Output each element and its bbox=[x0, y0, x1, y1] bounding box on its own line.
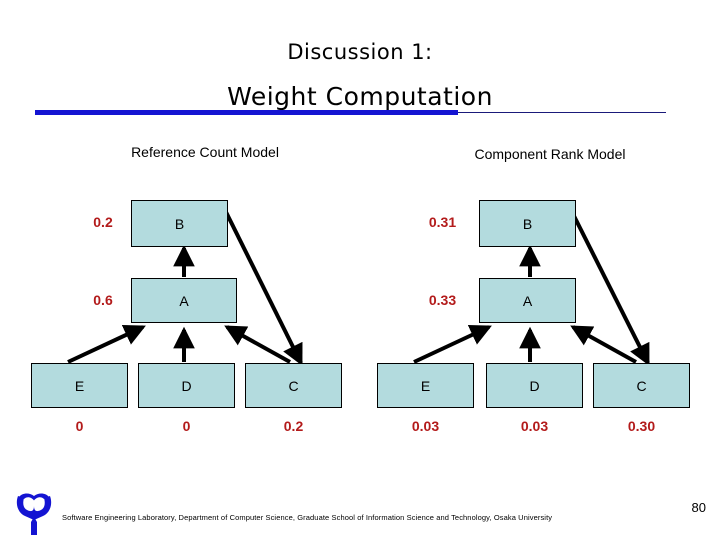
edge-e-to-a-left bbox=[67, 324, 146, 364]
footer-affiliation: Software Engineering Laboratory, Departm… bbox=[62, 513, 553, 522]
node-b-right-label: B bbox=[522, 215, 533, 232]
page-title: Weight Computation bbox=[227, 82, 493, 111]
node-c-left-label: C bbox=[288, 377, 299, 394]
diagram-caption-reference-count-model: Reference Count Model bbox=[131, 144, 279, 160]
node-e-right-label: E bbox=[420, 377, 431, 394]
node-e-left-label: E bbox=[74, 377, 85, 394]
node-c-right-label: C bbox=[636, 377, 647, 394]
weight-c-right: 0.30 bbox=[627, 418, 656, 434]
edge-c-to-a-left bbox=[224, 325, 291, 364]
diagram-caption-component-rank-model: Component Rank Model bbox=[474, 146, 626, 162]
node-a-left[interactable]: A bbox=[131, 278, 237, 323]
title-underline-accent bbox=[35, 110, 458, 115]
weight-a-left: 0.6 bbox=[93, 292, 113, 308]
node-d-left-label: D bbox=[181, 377, 192, 394]
node-d-left[interactable]: D bbox=[138, 363, 235, 408]
page-number: 80 bbox=[691, 500, 706, 515]
node-d-right[interactable]: D bbox=[486, 363, 583, 408]
edge-c-to-a-right bbox=[570, 325, 637, 364]
node-d-right-label: D bbox=[529, 377, 540, 394]
node-b-right[interactable]: B bbox=[479, 200, 576, 247]
weight-e-left: 0 bbox=[75, 418, 84, 434]
weight-d-right: 0.03 bbox=[520, 418, 549, 434]
weight-b-right: 0.31 bbox=[428, 214, 457, 230]
node-c-left[interactable]: C bbox=[245, 363, 342, 408]
node-c-right[interactable]: C bbox=[593, 363, 690, 408]
edge-b-to-c-right bbox=[568, 207, 650, 366]
osaka-university-logo-icon bbox=[16, 493, 52, 535]
weight-c-left: 0.2 bbox=[283, 418, 304, 434]
node-a-right-label: A bbox=[522, 292, 533, 309]
node-b-left[interactable]: B bbox=[131, 200, 228, 247]
node-e-left[interactable]: E bbox=[31, 363, 128, 408]
node-b-left-label: B bbox=[174, 215, 185, 232]
node-a-left-label: A bbox=[179, 292, 189, 309]
weight-a-right: 0.33 bbox=[428, 292, 457, 308]
node-e-right[interactable]: E bbox=[377, 363, 474, 408]
weight-e-right: 0.03 bbox=[411, 418, 440, 434]
slide-subtitle: Discussion 1: bbox=[287, 40, 433, 64]
node-a-right[interactable]: A bbox=[479, 278, 576, 323]
edge-e-to-a-right bbox=[413, 324, 492, 364]
weight-d-left: 0 bbox=[182, 418, 191, 434]
weight-b-left: 0.2 bbox=[93, 214, 113, 230]
